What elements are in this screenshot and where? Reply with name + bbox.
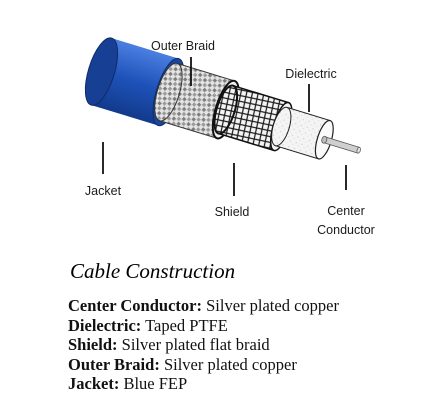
spec-value: Silver plated copper (159, 354, 297, 374)
spec-value: Blue FEP (119, 374, 188, 393)
shield-label: Shield (215, 205, 250, 219)
spec-list: Center Conductor: Silver plated copper D… (68, 296, 339, 394)
spec-label: Dielectric: (68, 315, 142, 335)
center-conductor-label-line2: Conductor (317, 223, 375, 237)
spec-label: Center Conductor: (68, 296, 202, 315)
spec-value: Silver plated copper (201, 296, 339, 315)
outer-braid-label: Outer Braid (151, 39, 215, 53)
cable-illustration (84, 37, 361, 160)
spec-value: Taped PTFE (141, 315, 228, 335)
center-conductor (321, 135, 361, 154)
spec-label: Jacket: (68, 374, 120, 393)
cable-diagram: Outer Braid Dielectric Jacket Shield Cen… (84, 37, 375, 237)
dielectric-label: Dielectric (285, 67, 336, 81)
dielectric-layer (271, 106, 334, 160)
spec-item-shield: Shield: Silver plated flat braid (68, 335, 339, 355)
spec-item-center-conductor: Center Conductor: Silver plated copper (68, 296, 339, 316)
spec-value: Silver plated flat braid (117, 335, 270, 354)
leader-lines (102, 57, 347, 196)
spec-label: Outer Braid: (68, 354, 160, 374)
center-conductor-label-line1: Center (327, 204, 365, 218)
spec-item-jacket: Jacket: Blue FEP (68, 374, 339, 394)
section-title: Cable Construction (70, 259, 236, 283)
spec-label: Shield: (68, 335, 118, 354)
spec-item-outer-braid: Outer Braid: Silver plated copper (68, 355, 339, 375)
spec-item-dielectric: Dielectric: Taped PTFE (68, 316, 339, 336)
jacket-label: Jacket (85, 184, 122, 198)
